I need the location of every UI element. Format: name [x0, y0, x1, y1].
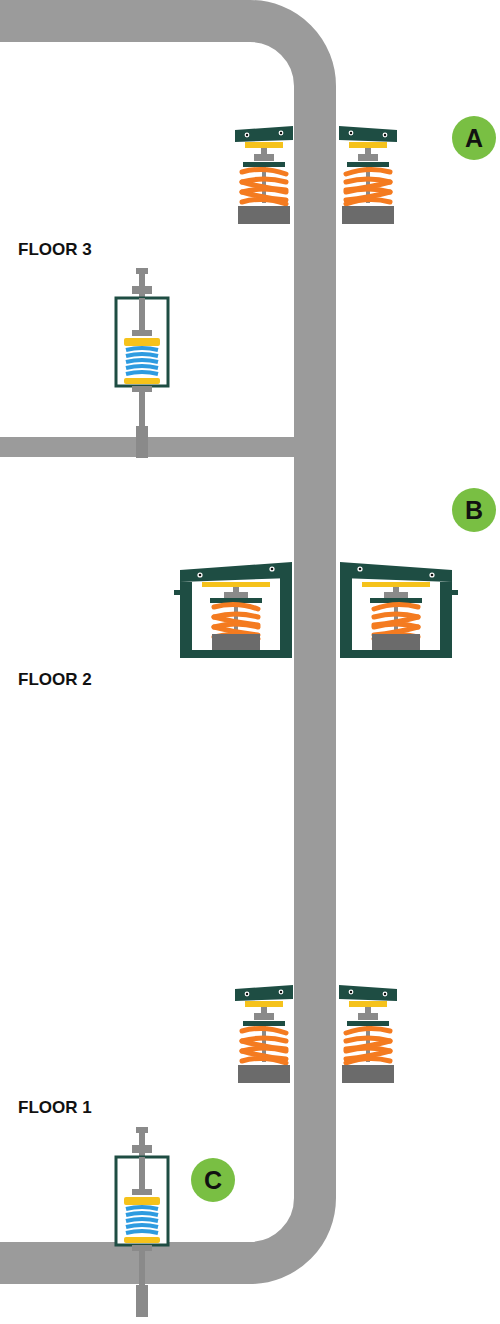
- floor-label: FLOOR 1: [18, 1099, 92, 1116]
- callout-circle: B: [452, 488, 496, 532]
- callout-letter: C: [204, 1168, 222, 1193]
- callout-circle: C: [191, 1158, 235, 1202]
- callout-circle: A: [452, 116, 496, 160]
- callout-letter: B: [465, 498, 483, 523]
- floor-label: FLOOR 2: [18, 671, 92, 688]
- callout-letter: A: [465, 126, 483, 151]
- floor-label: FLOOR 3: [18, 241, 92, 258]
